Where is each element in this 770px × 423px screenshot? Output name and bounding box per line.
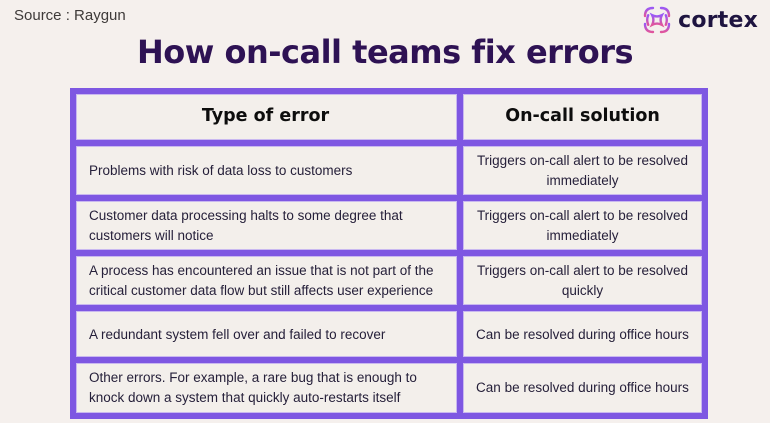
error-type-cell: Other errors. For example, a rare bug th… xyxy=(76,363,457,413)
solution-cell: Triggers on-call alert to be resolved qu… xyxy=(463,256,702,306)
solution-cell: Can be resolved during office hours xyxy=(463,311,702,358)
table-row: Problems with risk of data loss to custo… xyxy=(76,146,702,196)
table-row: A redundant system fell over and failed … xyxy=(76,311,702,358)
column-header-on-call-solution: On-call solution xyxy=(463,94,702,140)
solution-cell: Triggers on-call alert to be resolved im… xyxy=(463,146,702,196)
cortex-icon xyxy=(643,6,671,34)
error-type-cell: Problems with risk of data loss to custo… xyxy=(76,146,457,196)
solution-cell: Can be resolved during office hours xyxy=(463,363,702,413)
error-type-cell: Customer data processing halts to some d… xyxy=(76,201,457,251)
table-header-row: Type of error On-call solution xyxy=(76,94,702,140)
error-table: Type of error On-call solution Problems … xyxy=(70,88,708,419)
table-row: A process has encountered an issue that … xyxy=(76,256,702,306)
source-label: Source : Raygun xyxy=(14,7,126,24)
table-row: Other errors. For example, a rare bug th… xyxy=(76,363,702,413)
solution-cell: Triggers on-call alert to be resolved im… xyxy=(463,201,702,251)
error-type-cell: A process has encountered an issue that … xyxy=(76,256,457,306)
brand-name: cortex xyxy=(678,7,758,33)
table-row: Customer data processing halts to some d… xyxy=(76,201,702,251)
brand-logo: cortex xyxy=(641,4,758,36)
page-title: How on-call teams fix errors xyxy=(136,33,634,71)
error-type-cell: A redundant system fell over and failed … xyxy=(76,311,457,358)
column-header-type-of-error: Type of error xyxy=(76,94,457,140)
